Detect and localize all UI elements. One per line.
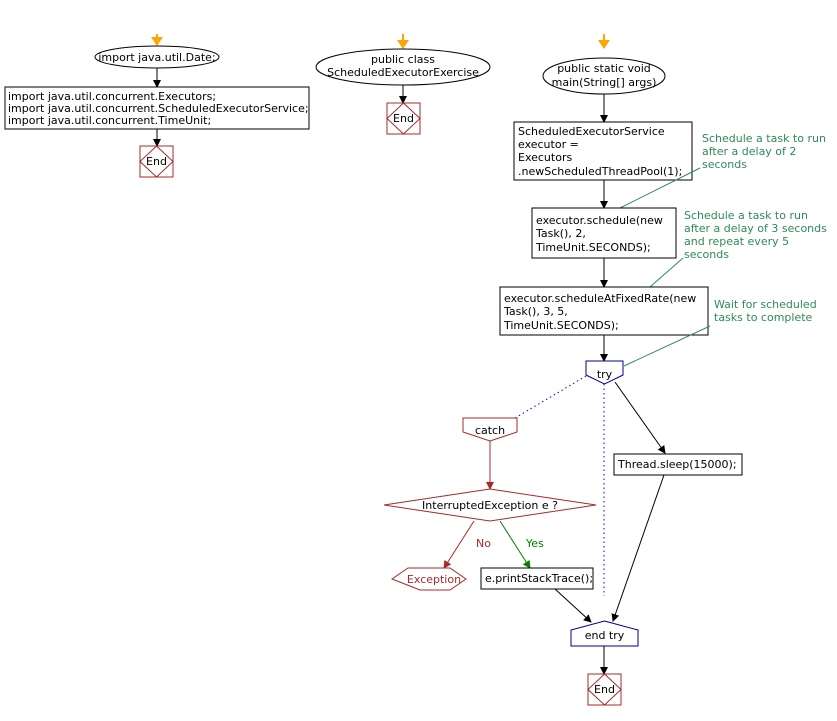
executor-create-line-4: .newScheduledThreadPool(1); — [518, 165, 682, 178]
sleep-to-endtry-connector — [611, 474, 665, 622]
comment-3-line-1: Wait for scheduled — [714, 298, 817, 311]
col1-import-2: import java.util.concurrent.ScheduledExe… — [8, 102, 309, 115]
thread-sleep-label: Thread.sleep(15000); — [617, 458, 737, 471]
comment-3-line-2: tasks to complete — [714, 311, 813, 324]
comment-2-line-4: seconds — [684, 248, 729, 261]
col3-end-label: End — [594, 683, 615, 696]
exception-decision-label: InterruptedException e ? — [422, 499, 558, 512]
col1-entry-arrow — [151, 34, 163, 46]
catch-label: catch — [475, 424, 505, 437]
executor-create-line-3: Executors — [518, 151, 572, 164]
yes-label: Yes — [525, 537, 544, 550]
col3-start-label-2: main(String[] args) — [552, 76, 657, 89]
comment-1-leader — [619, 167, 701, 209]
col1-start-label: import java.util.Date; — [98, 51, 215, 64]
try-to-catch-dotted — [514, 375, 587, 419]
col2-end-node — [386, 102, 421, 135]
comment-2-line-1: Schedule a task to run — [684, 209, 808, 222]
col1-imports-box — [4, 86, 310, 130]
comment-1-line-2: after a delay of 2 — [702, 145, 796, 158]
print-stack-trace-label: e.printStackTrace(); — [485, 572, 593, 585]
try-node — [585, 360, 624, 385]
col1-import-1: import java.util.concurrent.Executors; — [8, 90, 216, 103]
schedule-fixed-rate-line-1: executor.scheduleAtFixedRate(new — [504, 292, 696, 305]
end-try-label: end try — [585, 629, 625, 642]
executor-create-line-2: executor = — [518, 138, 579, 151]
comment-2-line-2: after a delay of 3 seconds — [684, 222, 827, 235]
executor-create-box — [513, 121, 693, 181]
col1-end-label: End — [146, 155, 167, 168]
comment-2-leader — [649, 257, 684, 288]
col1-import-3: import java.util.concurrent.TimeUnit; — [8, 114, 211, 127]
comment-1-line-1: Schedule a task to run — [702, 132, 826, 145]
schedule-fixed-rate-line-2: Task(), 3, 5, — [503, 305, 568, 318]
executor-create-line-1: ScheduledExecutorService — [518, 125, 665, 138]
schedule-fixed-rate-box — [499, 286, 709, 336]
comment-2-line-3: and repeat every 5 — [684, 235, 789, 248]
no-branch-connector — [443, 520, 475, 569]
col2-entry-arrow — [397, 34, 409, 49]
schedule-line-3: TimeUnit.SECONDS); — [535, 241, 651, 254]
schedule-fixed-rate-line-3: TimeUnit.SECONDS); — [503, 319, 619, 332]
schedule-line-2: Task(), 2, — [535, 227, 586, 240]
thread-sleep-box — [613, 453, 743, 476]
schedule-line-1: executor.schedule(new — [536, 214, 663, 227]
col3-start-label-1: public static void — [557, 62, 651, 75]
try-label: try — [597, 368, 613, 381]
comment-1-line-3: seconds — [702, 158, 747, 171]
col2-start-label-2: ScheduledExecutorExercise — [327, 66, 479, 79]
exception-node — [390, 567, 467, 591]
exception-label: Exception — [407, 573, 461, 586]
exception-decision — [383, 488, 597, 522]
col3-entry-arrow — [598, 34, 610, 49]
no-label: No — [476, 537, 491, 550]
try-to-sleep-connector — [614, 381, 666, 454]
comment-3-leader — [623, 325, 711, 367]
yes-branch-connector — [499, 520, 531, 569]
col2-start-label-1: public class — [371, 53, 435, 66]
trace-to-endtry-connector — [554, 588, 592, 623]
col2-end-label: End — [393, 112, 414, 125]
col1-end-node — [139, 145, 174, 178]
catch-node — [462, 417, 518, 442]
col3-end-node — [587, 673, 622, 706]
print-stack-trace-box — [480, 567, 594, 590]
